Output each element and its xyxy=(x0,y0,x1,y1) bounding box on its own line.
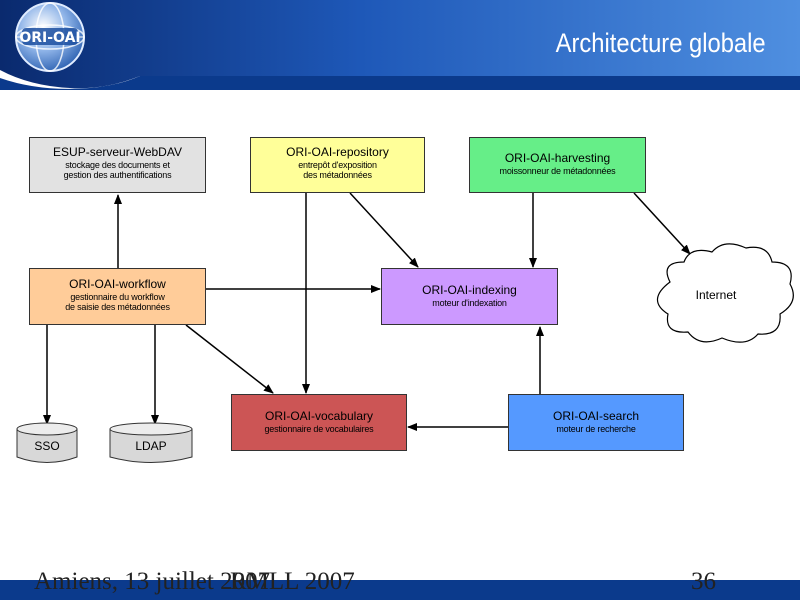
node-title: ORI-OAI-harvesting xyxy=(504,151,611,165)
node-esup-webdav: ESUP-serveur-WebDAV stockage des documen… xyxy=(29,137,206,193)
footer-event-text: RMLL 2007 xyxy=(230,568,355,595)
internet-cloud-icon xyxy=(656,243,794,343)
sso-database-icon xyxy=(16,422,78,463)
arrow-harvesting-to-internet xyxy=(633,192,691,255)
node-title: ORI-OAI-indexing xyxy=(422,283,517,297)
node-title: ORI-OAI-vocabulary xyxy=(264,409,374,423)
node-subtitle: moissonneur de métadonnées xyxy=(499,165,616,176)
node-subtitle: moteur d'indexation xyxy=(432,297,507,308)
node-subtitle: des métadonnées xyxy=(303,170,372,181)
footer-date-text: Amiens, 13 juillet 2007 xyxy=(34,568,271,595)
globe-logo-icon: ORI-OAI xyxy=(15,2,85,72)
node-subtitle: gestionnaire de vocabulaires xyxy=(264,423,374,434)
node-ori-oai-repository: ORI-OAI-repository entrepôt d'exposition… xyxy=(250,137,425,193)
node-title: ESUP-serveur-WebDAV xyxy=(53,145,182,159)
sso-label: SSO xyxy=(34,439,60,453)
node-title: ORI-OAI-search xyxy=(552,409,639,423)
node-ori-oai-search: ORI-OAI-search moteur de recherche xyxy=(508,394,684,451)
node-subtitle: gestionnaire du workflow xyxy=(70,291,165,302)
arrow-workflow-to-vocabulary xyxy=(185,324,274,394)
node-ori-oai-vocabulary: ORI-OAI-vocabulary gestionnaire de vocab… xyxy=(231,394,407,451)
arrow-repository-to-indexing xyxy=(349,192,419,268)
internet-label: Internet xyxy=(695,288,737,302)
node-subtitle: moteur de recherche xyxy=(556,423,636,434)
logo-text: ORI-OAI xyxy=(19,30,80,46)
footer-location-date: Amiens, 13 juillet 2007 RMLL 2007 xyxy=(34,568,355,596)
node-subtitle: entrepôt d'exposition xyxy=(298,159,377,170)
page-number: 36 xyxy=(691,568,716,595)
node-title: ORI-OAI-workflow xyxy=(69,277,166,291)
node-ori-oai-harvesting: ORI-OAI-harvesting moissonneur de métado… xyxy=(469,137,646,193)
header-banner: ORI-OAI Architecture globale xyxy=(0,0,800,92)
node-subtitle: gestion des authentifications xyxy=(63,170,172,181)
node-ori-oai-indexing: ORI-OAI-indexing moteur d'indexation xyxy=(381,268,558,325)
node-subtitle: de saisie des métadonnées xyxy=(65,302,170,313)
footer-bar xyxy=(0,580,800,600)
page-title: Architecture globale xyxy=(555,28,766,58)
ldap-database-icon xyxy=(109,422,193,463)
node-subtitle: stockage des documents et xyxy=(65,159,170,170)
node-title: ORI-OAI-repository xyxy=(286,145,389,159)
node-ori-oai-workflow: ORI-OAI-workflow gestionnaire du workflo… xyxy=(29,268,206,325)
header-background: ORI-OAI xyxy=(0,0,800,90)
ldap-label: LDAP xyxy=(135,439,167,453)
